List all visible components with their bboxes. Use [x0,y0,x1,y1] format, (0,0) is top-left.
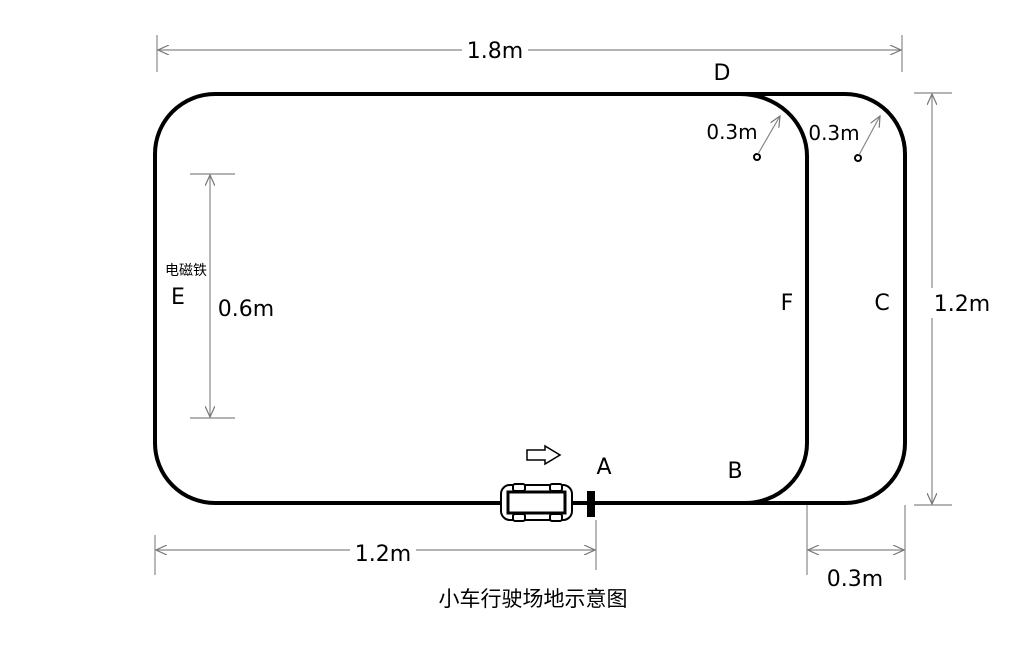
dim-left: 0.6m [190,173,274,419]
outer-track [153,92,907,505]
point-d: D [714,61,731,86]
dim-right: 1.2m [914,92,1002,506]
magnet-label: 电磁铁 [165,263,207,279]
dim-bottom-left-label: 1.2m [355,542,411,567]
dim-left-label: 0.6m [218,297,274,322]
car-icon [500,483,573,522]
point-a: A [596,455,611,480]
point-e: E [171,285,185,310]
dim-right-label: 1.2m [934,292,990,317]
radius-inner: 0.3m [706,116,780,161]
dim-bottom-left: 1.2m [154,520,597,575]
point-c: C [874,291,889,316]
inner-track-f [739,92,809,505]
point-f: F [781,291,794,316]
radius-outer: 0.3m [808,116,880,162]
direction-arrow-icon [526,444,562,466]
dim-bottom-right-label: 0.3m [827,567,883,592]
caption: 小车行驶场地示意图 [439,587,628,611]
radius-outer-label: 0.3m [808,121,859,145]
radius-inner-label: 0.3m [706,120,757,144]
dim-top: 1.8m [156,35,903,72]
dim-bottom-right: 0.3m [806,505,906,592]
start-marker [587,491,595,517]
point-b: B [727,459,742,484]
dim-top-label: 1.8m [467,39,523,64]
